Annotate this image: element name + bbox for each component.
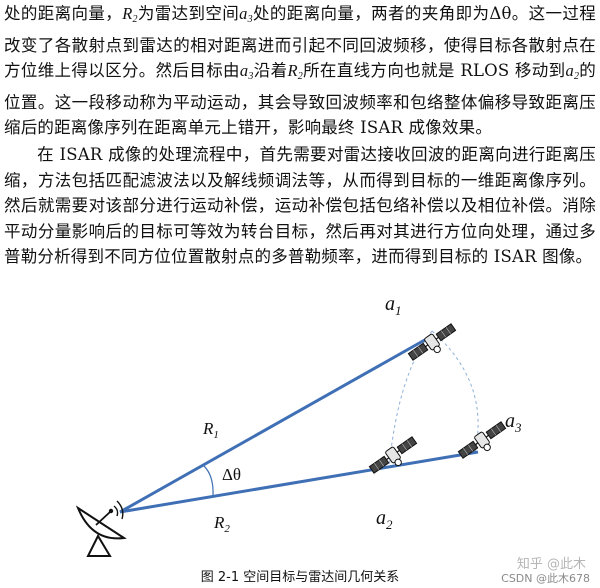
text-segment: 所在直线方向也就是 RLOS 移动到 — [302, 61, 566, 80]
text-segment: 处的距离向量，两者的夹角即为Δθ。这一过程改变了各散射点到雷达的相对距离进而引起… — [4, 4, 597, 80]
text-segment: 的位置。这一段移动称为平动运动，其会导致回波频率和包络整体偏移导致距离压缩后的距… — [4, 61, 596, 137]
a2-symbol: a2 — [565, 61, 580, 82]
paragraph-2: 在 ISAR 成像的处理流程中，首先需要对雷达接收回波的距离向进行距离压缩，方法… — [4, 142, 596, 270]
label-r1: R1 — [202, 419, 219, 441]
angle-arc — [202, 464, 214, 497]
csdn-watermark: CSDN @此木678 — [501, 572, 590, 585]
label-a3: a3 — [505, 410, 522, 435]
text-segment: 为雷达到空间 — [137, 4, 240, 23]
paragraph-1: 处的距离向量，R2为雷达到空间a3处的距离向量，两者的夹角即为Δθ。这一过程改变… — [4, 1, 596, 141]
range-vector-r2 — [119, 450, 479, 514]
range-vector-r1 — [119, 335, 431, 514]
satellite-icon — [367, 433, 422, 481]
label-delta-theta: Δθ — [222, 465, 241, 484]
geometry-diagram: a1 a3 a2 R1 R2 Δθ — [75, 293, 522, 557]
label-a2: a2 — [376, 507, 393, 532]
radar-dish-icon — [75, 500, 127, 557]
label-r2: R2 — [213, 513, 230, 535]
label-a1: a1 — [385, 293, 402, 318]
text-segment: 沿着 — [253, 61, 288, 80]
paragraph-2-text: 在 ISAR 成像的处理流程中，首先需要对雷达接收回波的距离向进行距离压缩，方法… — [4, 145, 596, 266]
r2-symbol: R2 — [122, 4, 138, 25]
satellite-icon — [456, 418, 511, 466]
figure-caption: 图 2-1 空间目标与雷达间几何关系 — [200, 570, 400, 585]
a3-symbol: a3 — [239, 61, 254, 82]
text-segment: 处的距离向量， — [4, 4, 123, 23]
zhihu-watermark: 知乎 @此木 — [516, 557, 586, 572]
r2-symbol: R2 — [287, 61, 303, 82]
a3-symbol: a3 — [239, 4, 253, 25]
